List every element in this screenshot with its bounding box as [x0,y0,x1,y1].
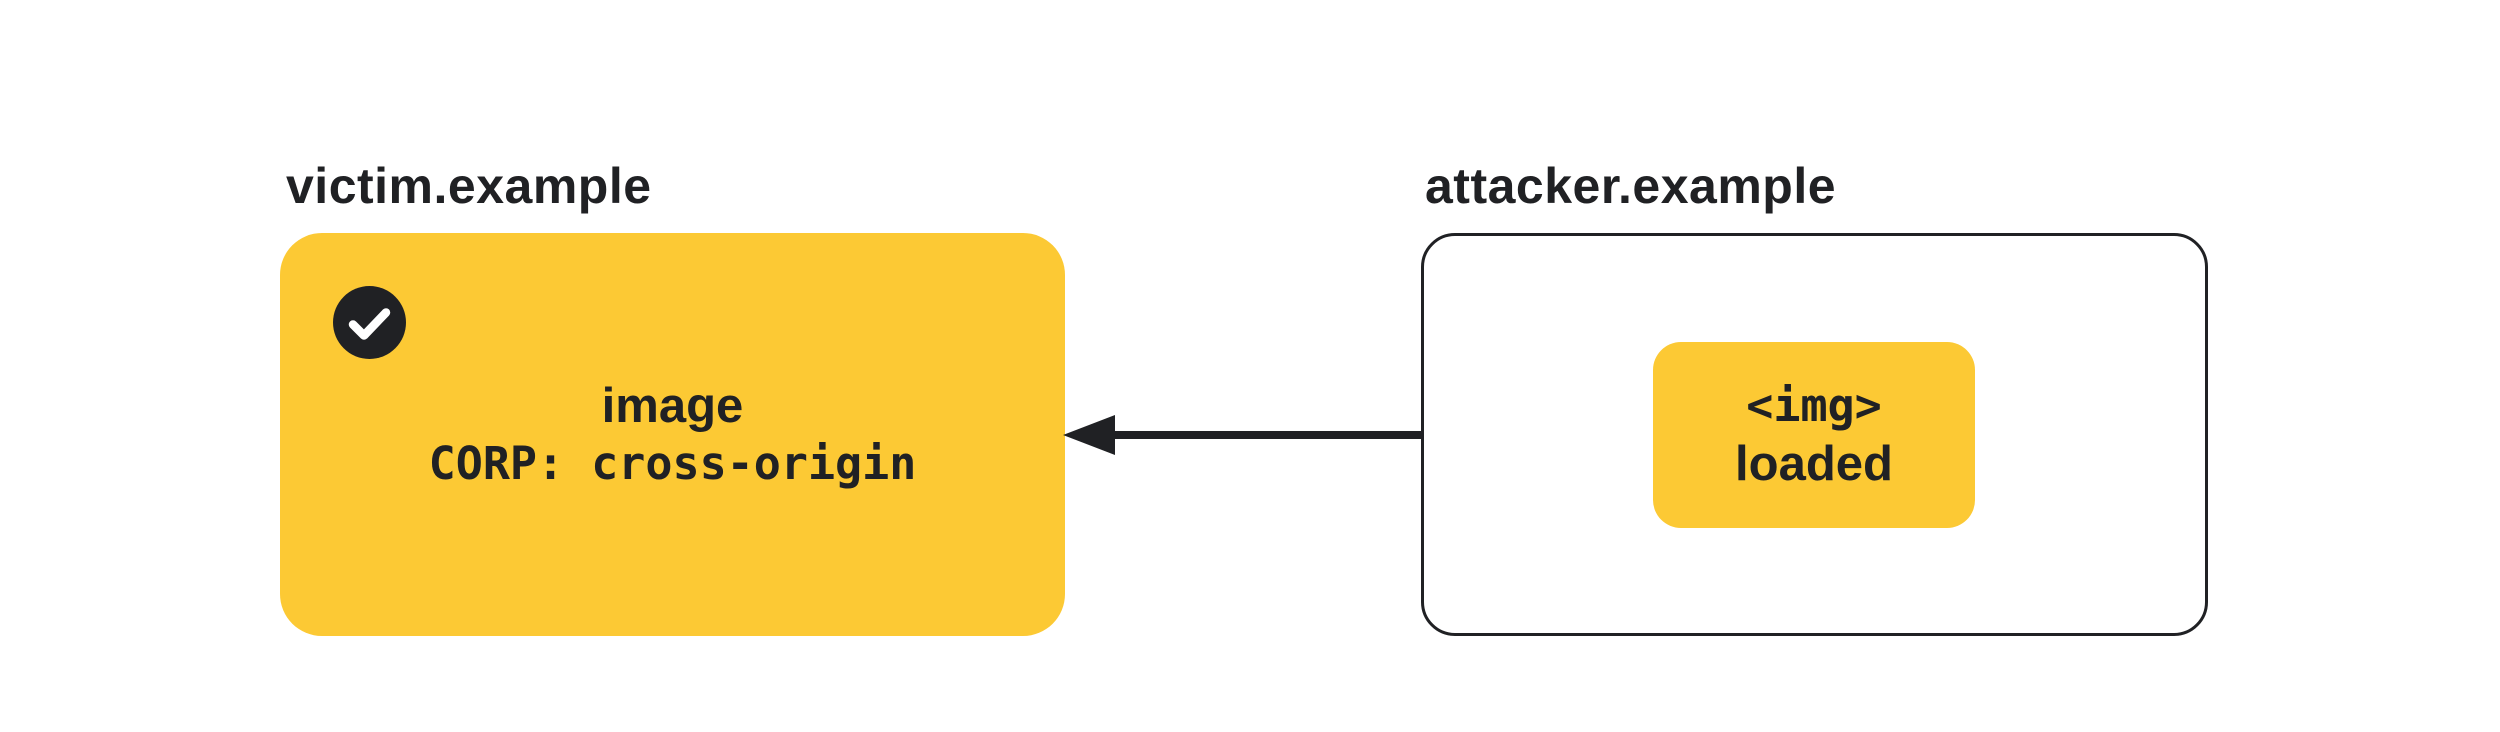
attacker-domain-label: attacker.example [1425,158,1837,214]
img-status-label: loaded [1735,437,1893,491]
resource-type-label: image [601,378,744,433]
img-tag-label: <img> [1746,379,1882,432]
check-icon [333,286,406,359]
img-loaded-card: <img> loaded [1653,342,1975,528]
victim-domain-label: victim.example [286,158,652,214]
victim-card-text: image CORP: cross-origin [429,377,917,493]
attacker-page-card: <img> loaded [1421,233,2208,636]
corp-header-label: CORP: cross-origin [428,436,917,490]
victim-resource-card: image CORP: cross-origin [280,233,1065,636]
